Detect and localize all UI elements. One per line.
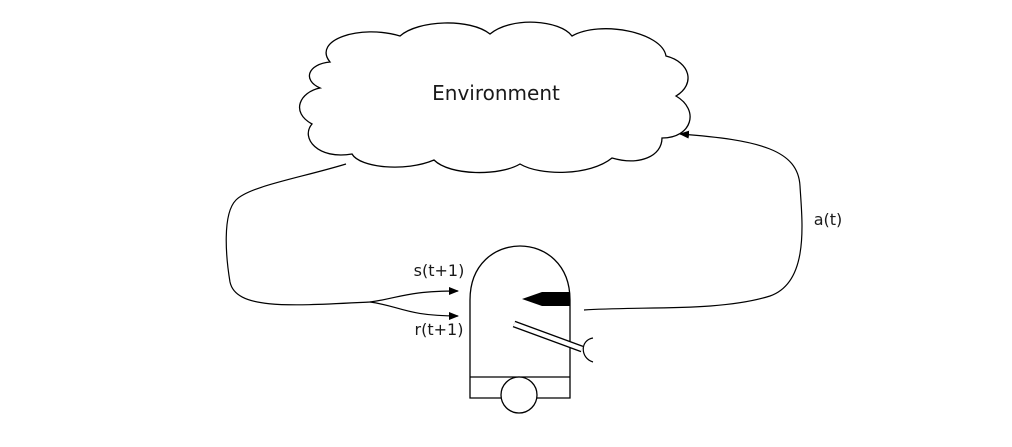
robot-arm-gripper [582, 337, 594, 363]
environment-node: Environment [299, 21, 691, 174]
robot-eye-icon [522, 292, 570, 306]
state-label: s(t+1) [414, 261, 465, 280]
action-label: a(t) [814, 210, 843, 229]
feedback-line [225, 163, 371, 306]
state-arrow [369, 287, 459, 303]
action-arrow [583, 130, 803, 311]
reward-label: r(t+1) [415, 320, 464, 339]
robot-body [469, 245, 571, 399]
environment-label: Environment [432, 81, 560, 105]
agent-robot [469, 245, 594, 414]
environment-cloud-shape [299, 21, 691, 174]
robot-arm-inner [513, 322, 583, 351]
robot-wheel [500, 376, 538, 414]
reward-arrow [369, 301, 459, 320]
